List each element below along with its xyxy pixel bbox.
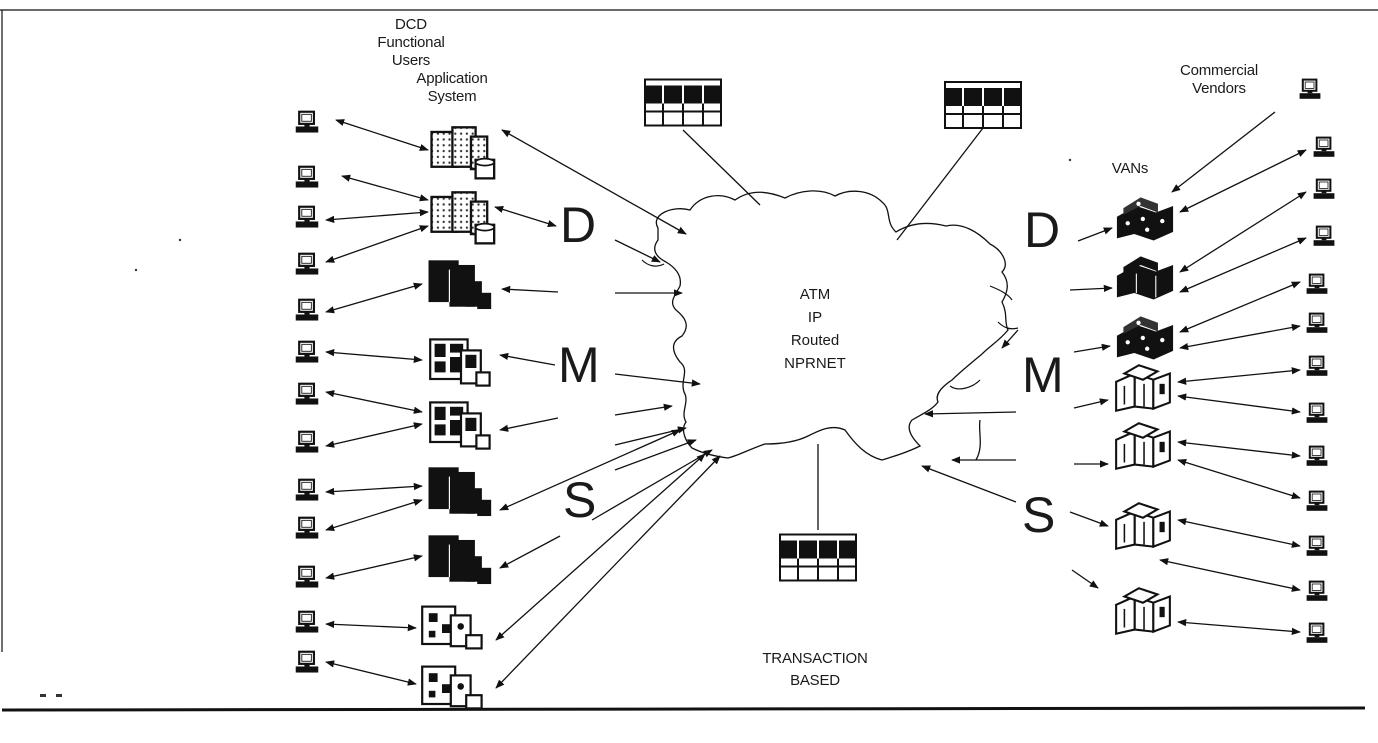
cloud-wisp-left — [642, 260, 664, 266]
speck-mark — [56, 694, 62, 697]
dod-users-line-1: DCD — [346, 16, 476, 34]
cloud-line-3: Routed — [760, 329, 870, 352]
vendor-pc-icon — [1300, 80, 1321, 99]
transaction-link-line — [897, 128, 983, 240]
vendor-pc-icon — [1307, 314, 1328, 333]
dod-user-pcs — [296, 112, 319, 673]
mainframe-server-icon — [429, 467, 492, 516]
network-cloud-label: ATM IP Routed NPRNET — [760, 283, 870, 375]
mainframe-server-icon — [429, 535, 492, 584]
speck-mark — [40, 694, 46, 697]
transaction-record-icon — [945, 82, 1021, 128]
van-server-icon — [1117, 197, 1173, 240]
panel-server-icon — [430, 339, 489, 385]
vans-label: VANs — [1100, 160, 1160, 178]
dotted-server-icon — [432, 127, 495, 178]
van-box-icon — [1116, 588, 1170, 633]
app-system-label: Application System — [397, 70, 507, 106]
vendor-pc-icon — [1314, 227, 1335, 246]
workstation-server-icon — [422, 607, 481, 649]
van-box-icon — [1116, 503, 1170, 548]
app-system-line-1: Application — [397, 70, 507, 88]
app-system-line-2: System — [397, 88, 507, 106]
van-nodes — [1116, 197, 1173, 633]
bottom-border-line — [2, 708, 1365, 710]
mainframe-server-icon — [429, 260, 492, 309]
commercial-vendors-line-1: Commercial — [1164, 62, 1274, 80]
right-letter-s: S — [1022, 490, 1055, 540]
user-pc-icon — [296, 300, 319, 321]
vendor-pc-icon — [1307, 404, 1328, 423]
user-server-arrows — [326, 120, 428, 684]
user-pc-icon — [296, 384, 319, 405]
vendor-pc-icon — [1307, 275, 1328, 294]
user-pc-icon — [296, 518, 319, 539]
user-pc-icon — [296, 480, 319, 501]
cloud-line-1: ATM — [760, 283, 870, 306]
transaction-based-line-1: TRANSACTION — [735, 648, 895, 670]
cloud-line-4: NPRNET — [760, 352, 870, 375]
transaction-link-line — [683, 130, 760, 205]
van-server-icon — [1117, 256, 1173, 299]
cloud-line-2: IP — [760, 306, 870, 329]
dod-users-line-3: Users — [346, 52, 476, 70]
transaction-based-label: TRANSACTION BASED — [735, 648, 895, 692]
user-pc-icon — [296, 112, 319, 133]
vendor-van-arrows — [1160, 112, 1306, 632]
application-servers — [422, 127, 494, 708]
user-pc-icon — [296, 567, 319, 588]
left-letter-d: D — [560, 200, 596, 250]
left-letter-m: M — [558, 340, 600, 390]
user-pc-icon — [296, 342, 319, 363]
transaction-record-icon — [780, 535, 856, 581]
commercial-vendors-line-2: Vendors — [1164, 80, 1274, 98]
transaction-based-line-2: BASED — [735, 670, 895, 692]
vendor-pcs — [1300, 80, 1335, 643]
user-pc-icon — [296, 612, 319, 633]
user-pc-icon — [296, 207, 319, 228]
vendor-pc-icon — [1307, 447, 1328, 466]
vendor-pc-icon — [1307, 492, 1328, 511]
van-box-icon — [1116, 365, 1170, 410]
right-letter-d: D — [1024, 205, 1060, 255]
vendor-pc-icon — [1307, 537, 1328, 556]
van-network-arrows — [922, 228, 1112, 588]
vendor-pc-icon — [1307, 624, 1328, 643]
user-pc-icon — [296, 167, 319, 188]
vendor-pc-icon — [1307, 357, 1328, 376]
vendor-pc-icon — [1314, 138, 1335, 157]
van-server-icon — [1117, 316, 1173, 359]
left-letter-s: S — [563, 475, 596, 525]
transaction-record-icon — [645, 80, 721, 126]
dotted-server-icon — [432, 192, 495, 243]
cloud-wisp-right — [950, 286, 1018, 389]
workstation-server-icon — [422, 667, 481, 709]
commercial-vendors-label: Commercial Vendors — [1164, 62, 1274, 98]
panel-server-icon — [430, 402, 489, 448]
van-box-icon — [1116, 423, 1170, 468]
user-pc-icon — [296, 652, 319, 673]
vendor-pc-icon — [1307, 582, 1328, 601]
dod-users-line-2: Functional — [346, 34, 476, 52]
user-pc-icon — [296, 254, 319, 275]
vendor-pc-icon — [1314, 180, 1335, 199]
dod-users-label: DCD Functional Users — [346, 16, 476, 70]
server-network-arrows — [495, 130, 720, 688]
right-letter-m: M — [1022, 350, 1064, 400]
user-pc-icon — [296, 432, 319, 453]
